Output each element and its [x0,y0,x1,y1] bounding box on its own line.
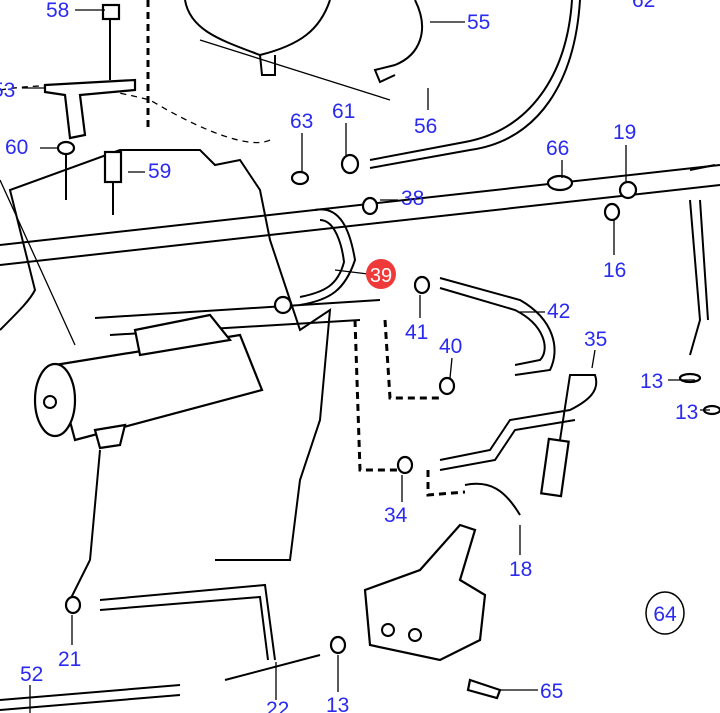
callout-42: 42 [547,300,570,323]
fittings-drawing [64,153,720,700]
callout-64-circled: 64 [645,591,685,635]
callout-55: 55 [467,11,490,34]
filter-canister-drawing [0,0,424,144]
callout-35: 35 [584,328,607,351]
highlight-marker [366,259,396,289]
callout-18: 18 [509,558,532,581]
callout-13-bottom: 13 [326,694,349,713]
callout-41: 41 [405,321,428,344]
callout-38: 38 [401,187,424,210]
callout-60: 60 [5,136,28,159]
callout-13-right-upper: 13 [640,370,663,393]
callout-22: 22 [266,698,289,713]
callout-62: 62 [632,0,655,12]
callout-34: 34 [384,504,408,527]
callout-21: 21 [58,648,81,671]
callout-40: 40 [439,335,462,358]
callout-16: 16 [603,259,626,282]
callout-39: 39 [370,265,392,287]
callout-63: 63 [290,110,313,133]
callout-53: 53 [0,79,15,102]
callout-64: 64 [653,603,677,626]
callout-66: 66 [546,137,569,160]
callout-56: 56 [414,115,437,138]
bracket-drawing [43,3,137,215]
callout-52: 52 [20,663,43,686]
starter-motor-drawing [33,313,264,450]
callout-19: 19 [613,121,636,144]
callout-65: 65 [540,680,563,703]
callout-39-highlighted[interactable]: 39 [366,259,396,289]
callout-58: 58 [46,0,69,22]
callout-59: 59 [148,160,171,183]
leader-lines [22,9,710,713]
engine-block-drawing [0,149,720,601]
callout-13-right-lower: 13 [675,401,698,424]
callout-61: 61 [332,100,355,123]
